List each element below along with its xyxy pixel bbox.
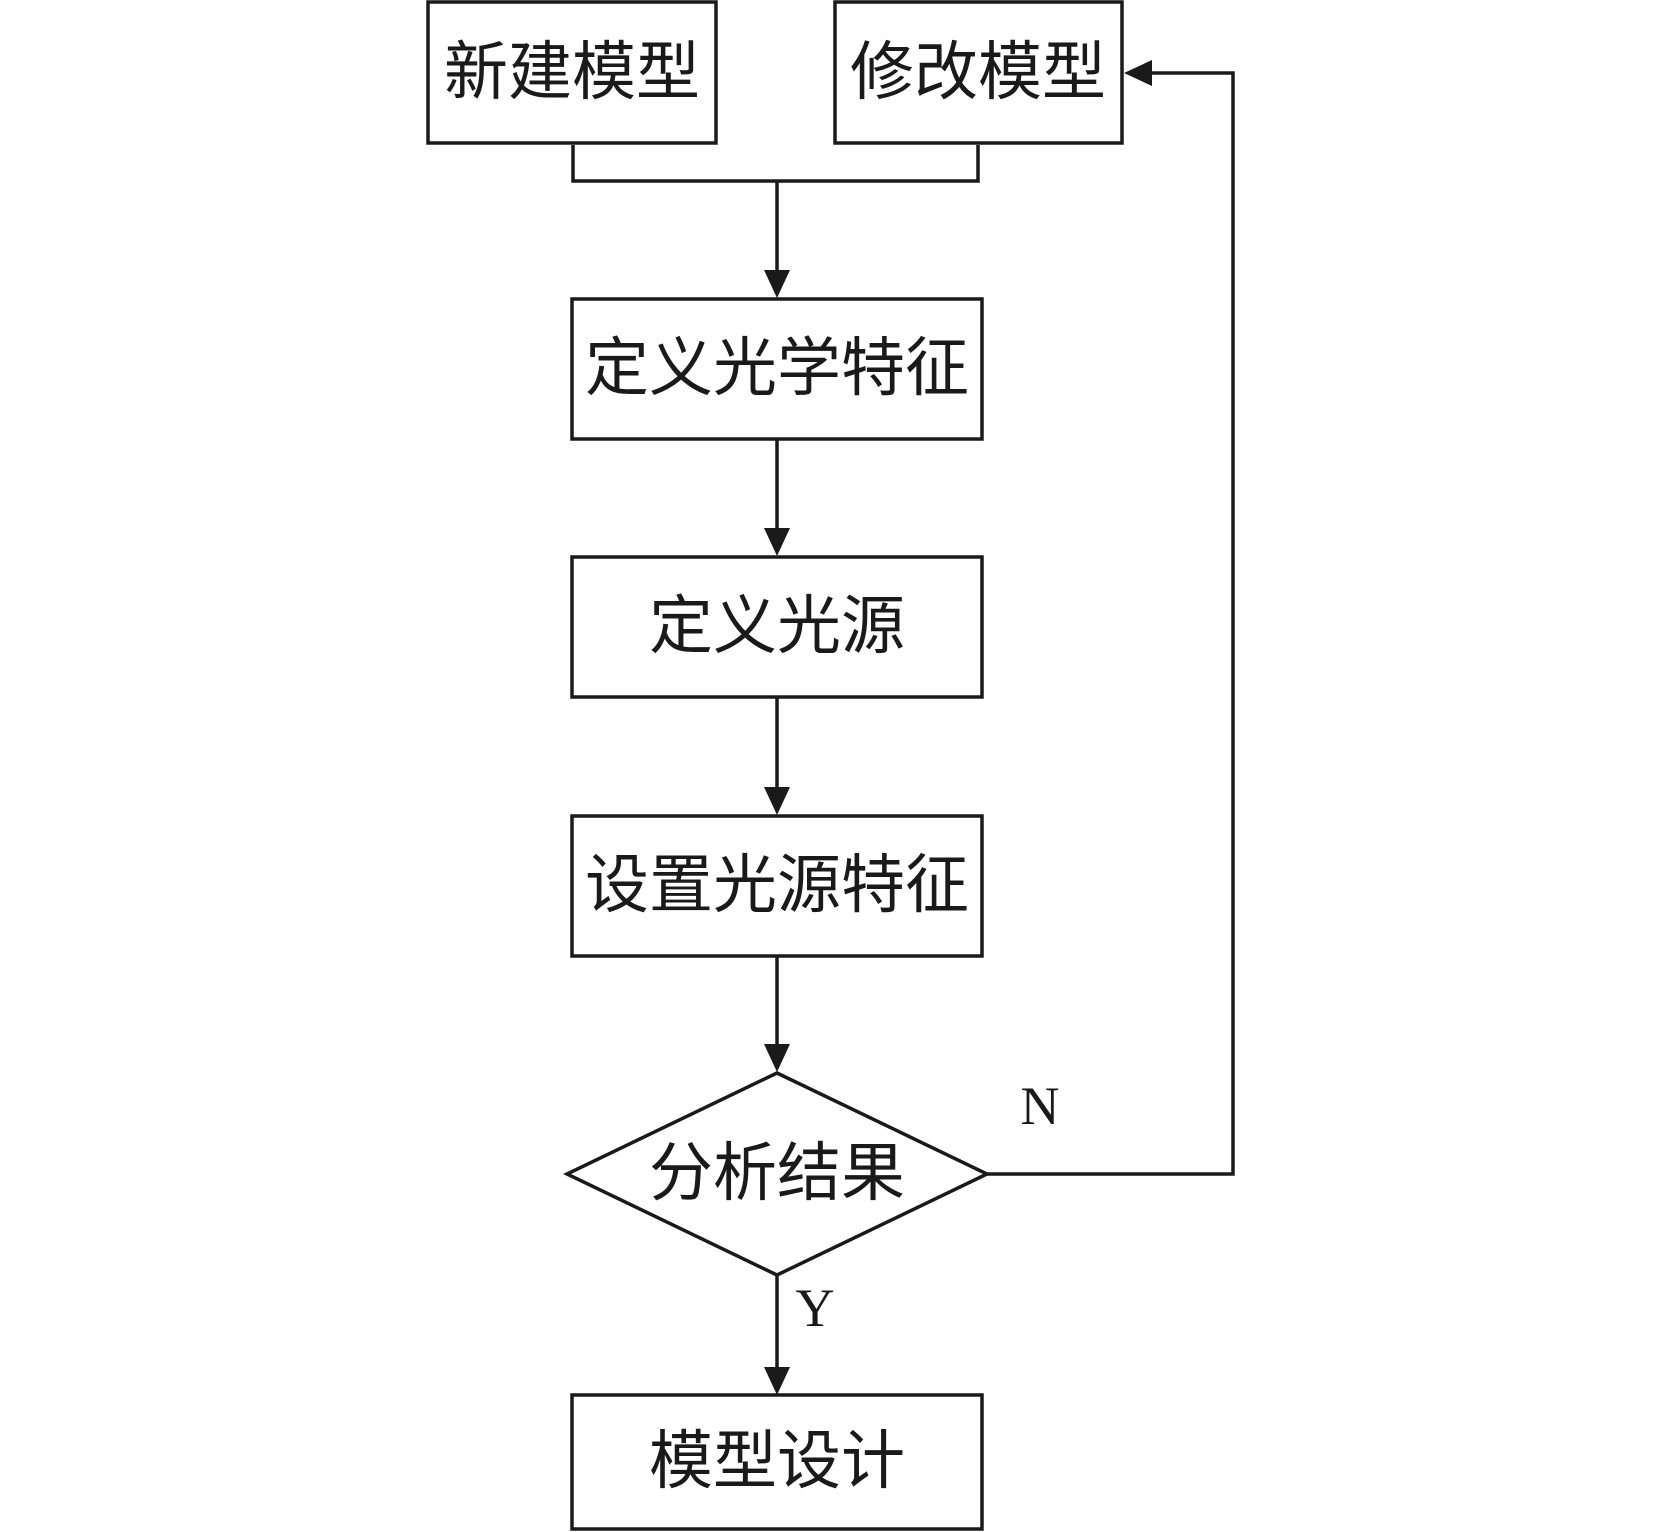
arrowhead-settings [764, 787, 790, 815]
arrowhead-modify-model [1124, 60, 1152, 86]
node-model-design-label: 模型设计 [649, 1425, 905, 1499]
node-define-optical-features-label: 定义光学特征 [585, 332, 969, 406]
arrowhead-model-design [764, 1367, 790, 1395]
arrowhead-light-source [764, 528, 790, 556]
node-set-light-source-features-label: 设置光源特征 [585, 849, 969, 923]
node-modify-model: 修改模型 [833, 0, 1124, 145]
arrowhead-optical [764, 270, 790, 298]
node-define-optical-features: 定义光学特征 [570, 297, 984, 441]
decision-analyze-result: 分析结果 [562, 1071, 992, 1277]
branch-label-yes: Y [796, 1278, 835, 1338]
node-define-light-source-label: 定义光源 [649, 590, 905, 664]
node-modify-model-label: 修改模型 [850, 36, 1106, 110]
node-define-light-source: 定义光源 [570, 555, 984, 699]
arrowhead-decision [764, 1044, 790, 1072]
node-set-light-source-features: 设置光源特征 [570, 814, 984, 958]
decision-analyze-result-label: 分析结果 [649, 1137, 905, 1211]
node-new-model-label: 新建模型 [444, 36, 700, 110]
branch-label-no: N [1021, 1076, 1060, 1136]
node-new-model: 新建模型 [426, 0, 718, 145]
merge-connector [571, 145, 980, 183]
arrow-no-loop-to-modify [987, 71, 1235, 1176]
connectors [571, 60, 1235, 1395]
node-model-design: 模型设计 [570, 1393, 984, 1531]
